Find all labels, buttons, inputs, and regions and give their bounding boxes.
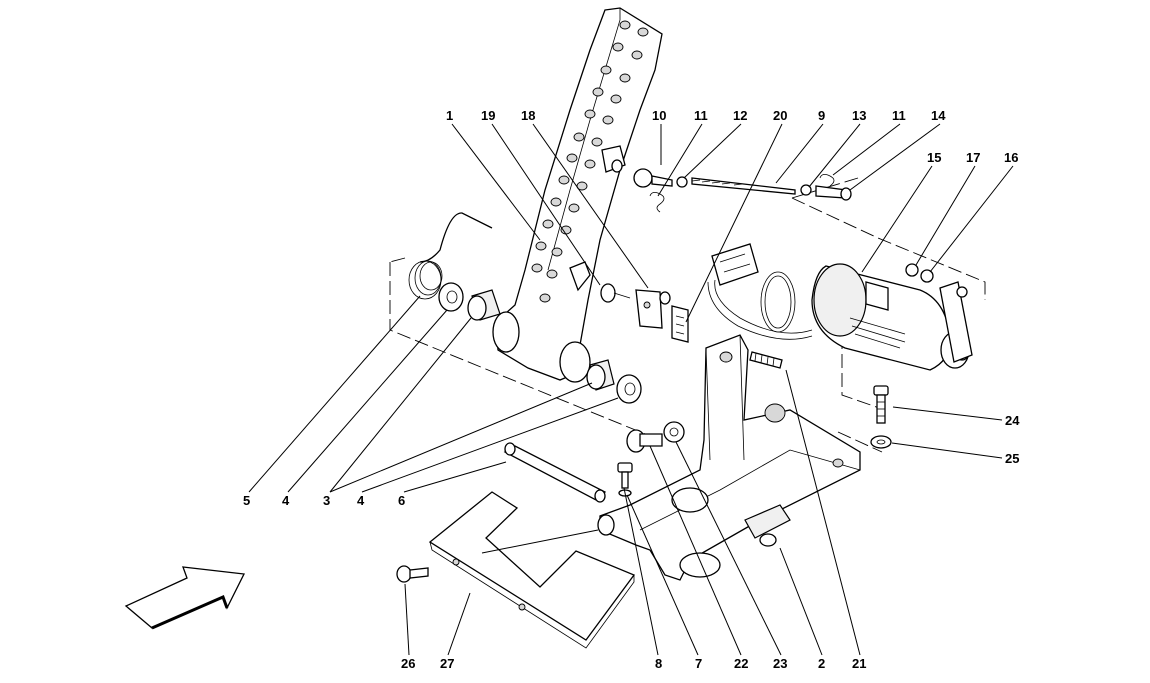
callout-21: 21: [852, 656, 866, 671]
callout-13: 13: [852, 108, 866, 123]
callout-1: 1: [446, 108, 453, 123]
callout-2: 2: [818, 656, 825, 671]
callout-22: 22: [734, 656, 748, 671]
accelerator-pedal: [492, 7, 663, 383]
callout-18: 18: [521, 108, 535, 123]
callout-25: 25: [1005, 451, 1019, 466]
pivot-pin: [503, 442, 607, 503]
base-bolt-and-washer: [626, 421, 685, 453]
bolt-and-bracket: [600, 283, 671, 329]
linkage-rod: [611, 159, 852, 213]
callout-27: 27: [440, 656, 454, 671]
wiring-harness: [707, 243, 813, 340]
callout-26: 26: [401, 656, 415, 671]
callout-24: 24: [1005, 413, 1020, 428]
callout-12: 12: [733, 108, 747, 123]
callout-15: 15: [927, 150, 941, 165]
callout-14: 14: [931, 108, 946, 123]
callout-9: 9: [818, 108, 825, 123]
washers-and-bushings: [438, 282, 642, 404]
cable-clip: [671, 305, 689, 343]
callout-17: 17: [966, 150, 980, 165]
callout-20: 20: [773, 108, 787, 123]
callout-10: 10: [652, 108, 666, 123]
throttle-potentiometer: [811, 263, 973, 371]
leader-lines: [248, 123, 1014, 656]
callout-23: 23: [773, 656, 787, 671]
callout-5: 5: [243, 493, 250, 508]
pedal-base-bracket: [597, 334, 861, 581]
callout-labels: 1 19 18 10 11 12 20 9 13 11 14 15 17 16 …: [243, 108, 1020, 671]
callout-4-left: 4: [282, 493, 290, 508]
callout-8: 8: [655, 656, 662, 671]
heel-plate: [396, 491, 636, 649]
return-spring: [408, 212, 493, 300]
callout-6: 6: [398, 493, 405, 508]
callout-19: 19: [481, 108, 495, 123]
bolt-and-washer: [870, 385, 892, 449]
callout-7: 7: [695, 656, 702, 671]
callout-4-right: 4: [357, 493, 365, 508]
callout-11-clip-left: 11: [694, 108, 708, 123]
callout-11-clip-right: 11: [892, 108, 906, 123]
callout-16: 16: [1004, 150, 1018, 165]
callout-3: 3: [323, 493, 330, 508]
direction-arrow-icon: [124, 566, 245, 630]
